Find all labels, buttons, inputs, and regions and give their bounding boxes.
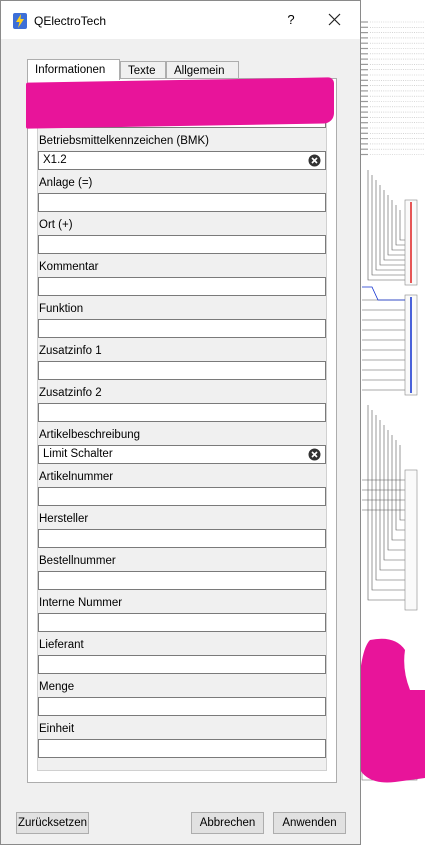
artikelnummer-label: Artikelnummer <box>39 471 114 483</box>
element-properties-dialog: QElectroTech ? Informationen Texte Allge… <box>0 0 361 845</box>
info-form: BMK-FormelBetriebsmittelkennzeichen (BMK… <box>37 88 327 771</box>
artikelnummer-input[interactable] <box>38 487 326 506</box>
zusatzinfo-2-input[interactable] <box>38 403 326 422</box>
tab-informationen[interactable]: Informationen <box>27 59 120 80</box>
close-icon[interactable] <box>321 7 349 33</box>
bmk-label: Betriebsmittelkennzeichen (BMK) <box>39 135 210 147</box>
tab-texte[interactable]: Texte <box>120 61 166 79</box>
apply-button[interactable]: Anwenden <box>273 812 346 834</box>
bmk-value: X1.2 <box>43 154 67 166</box>
cancel-button[interactable]: Abbrechen <box>191 812 264 834</box>
hersteller-label: Hersteller <box>39 513 89 525</box>
qelectrotech-lightning-icon <box>13 13 27 29</box>
zusatzinfo-2-label: Zusatzinfo 2 <box>39 387 102 399</box>
bmk-input[interactable]: X1.2 <box>38 151 326 170</box>
title-bar: QElectroTech ? <box>1 1 360 39</box>
question-mark-icon: ? <box>287 12 295 27</box>
reset-button[interactable]: Zurücksetzen <box>16 812 89 834</box>
artikelbeschreibung-label: Artikelbeschreibung <box>39 429 141 441</box>
bestellnummer-input[interactable] <box>38 571 326 590</box>
kommentar-label: Kommentar <box>39 261 99 273</box>
interne-nummer-input[interactable] <box>38 613 326 632</box>
interne-nummer-label: Interne Nummer <box>39 597 123 609</box>
redaction-highlight <box>26 77 334 129</box>
hersteller-input[interactable] <box>38 529 326 548</box>
einheit-input[interactable] <box>38 739 326 758</box>
ort-label: Ort (+) <box>39 219 73 231</box>
lieferant-input[interactable] <box>38 655 326 674</box>
ort-input[interactable] <box>38 235 326 254</box>
funktion-label: Funktion <box>39 303 84 315</box>
funktion-input[interactable] <box>38 319 326 338</box>
bestellnummer-label: Bestellnummer <box>39 555 116 567</box>
zusatzinfo-1-label: Zusatzinfo 1 <box>39 345 102 357</box>
kommentar-input[interactable] <box>38 277 326 296</box>
anlage-label: Anlage (=) <box>39 177 93 189</box>
einheit-label: Einheit <box>39 723 75 735</box>
zusatzinfo-1-input[interactable] <box>38 361 326 380</box>
artikelbeschreibung-input[interactable]: Limit Schalter <box>38 445 326 464</box>
tab-panel-informationen: BMK-FormelBetriebsmittelkennzeichen (BMK… <box>27 78 337 783</box>
window-title: QElectroTech <box>34 14 107 28</box>
clear-icon[interactable] <box>308 154 321 167</box>
anlage-input[interactable] <box>38 193 326 212</box>
artikelbeschreibung-value: Limit Schalter <box>43 448 113 460</box>
menge-input[interactable] <box>38 697 326 716</box>
clear-icon[interactable] <box>308 448 321 461</box>
menge-label: Menge <box>39 681 75 693</box>
tab-allgemein[interactable]: Allgemein <box>166 61 239 79</box>
help-button[interactable]: ? <box>279 7 303 33</box>
lieferant-label: Lieferant <box>39 639 84 651</box>
